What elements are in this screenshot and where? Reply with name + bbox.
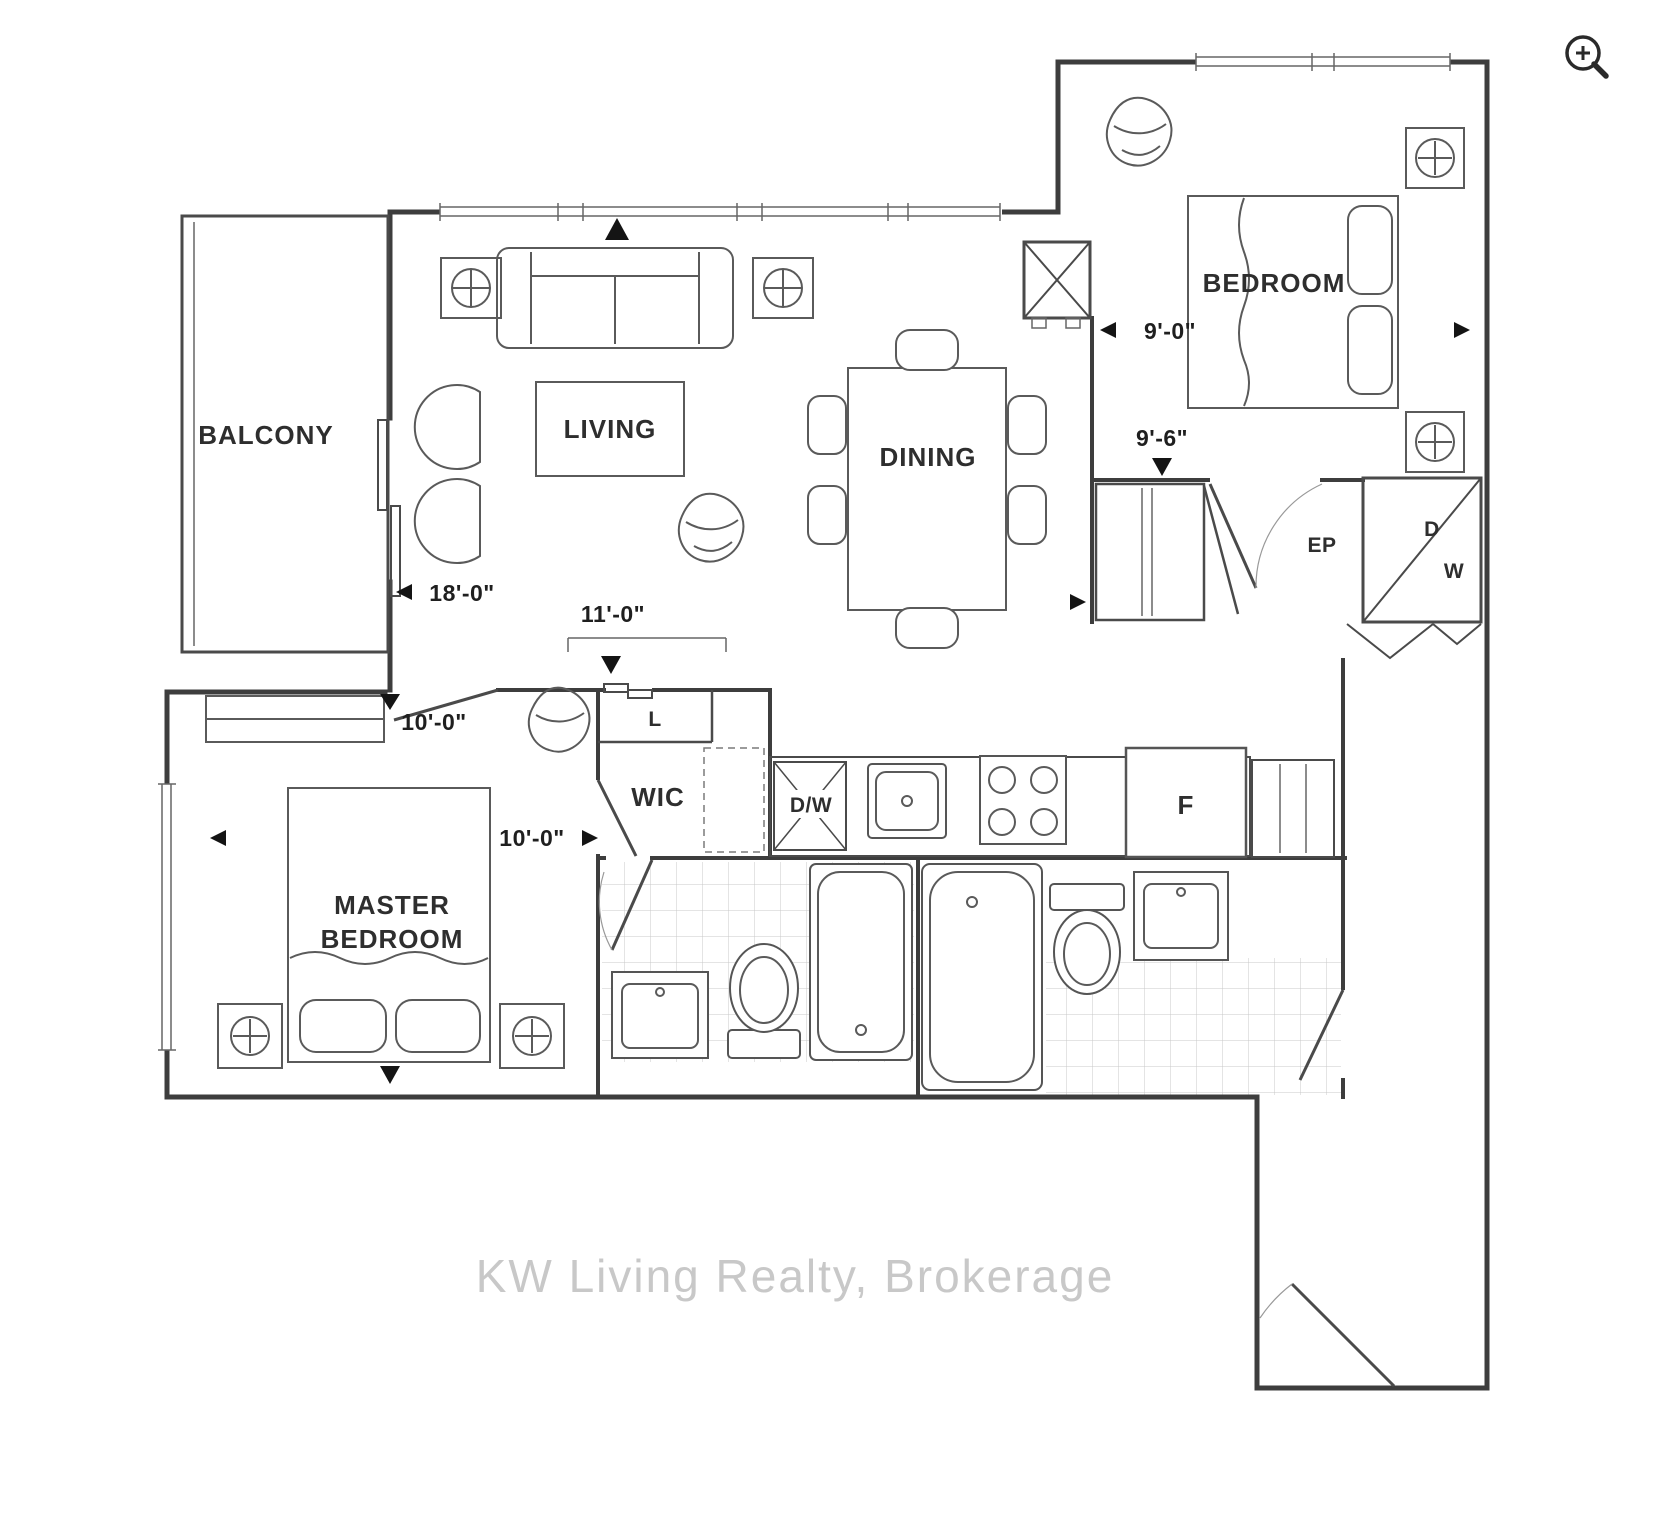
side-table-left <box>440 257 502 319</box>
master-bed <box>287 787 491 1063</box>
bathroom-ensuite <box>921 863 1345 1091</box>
master-bedroom-label-2: BEDROOM <box>321 924 464 954</box>
entry-door <box>1290 1282 1396 1388</box>
pantry <box>1251 759 1335 858</box>
vanity-sink <box>611 971 709 1059</box>
windows <box>158 53 1451 1051</box>
zoom-icon[interactable] <box>1565 35 1609 79</box>
dim-master-width: 10'-0" <box>499 825 564 851</box>
dining-chair <box>807 485 847 545</box>
bedroom-label: BEDROOM <box>1203 268 1346 298</box>
dining-chair <box>1007 395 1047 455</box>
stove <box>979 755 1067 845</box>
bathtub <box>809 863 913 1061</box>
master-nightstand <box>499 1003 565 1069</box>
sofa <box>496 247 734 349</box>
dryer-label: D <box>1424 518 1440 541</box>
linen-label: L <box>648 708 661 731</box>
master-nightstand <box>217 1003 283 1069</box>
bedroom-pillow <box>1347 205 1393 295</box>
master-pillow <box>395 999 481 1053</box>
dining-room: DINING <box>807 329 1086 649</box>
bedroom-nightstand <box>1405 127 1465 189</box>
living-room: LIVING <box>413 218 814 564</box>
dim-hall-width: 11'-0" <box>581 601 645 627</box>
vanity-sink <box>1133 871 1229 961</box>
dining-label: DINING <box>880 442 977 472</box>
dining-table <box>847 367 1007 611</box>
dining-chair <box>895 329 959 371</box>
dim-bedroom-hall: 9'-6" <box>1136 425 1188 451</box>
wic-door <box>596 779 638 857</box>
kitchen-sink <box>867 763 947 839</box>
kitchen: D/W F <box>769 746 1335 859</box>
exterior-walls <box>164 59 1490 1391</box>
hall-closet <box>1094 482 1240 622</box>
dim-bedroom-width: 9'-0" <box>1144 318 1196 344</box>
plant-hall <box>527 686 591 753</box>
master-window-arrow <box>380 1066 400 1084</box>
dim-living-width: 18'-0" <box>429 580 494 606</box>
bedroom-nightstand <box>1405 411 1465 473</box>
dining-chair <box>807 395 847 455</box>
dining-chair <box>895 607 959 649</box>
wic-label: WIC <box>631 782 685 812</box>
armchair-top <box>413 384 481 470</box>
dishwasher: D/W <box>773 761 847 851</box>
armchair-bottom <box>413 478 481 564</box>
balcony: BALCONY <box>180 214 401 654</box>
plant-living <box>677 492 745 563</box>
bedroom: BEDROOM <box>1105 96 1465 589</box>
soaker-tub <box>921 863 1043 1091</box>
washer-dryer-unit: D W <box>1361 476 1483 624</box>
wic-shelves <box>703 747 765 853</box>
bath-ensuite-door <box>1298 989 1345 1081</box>
bedroom-pillow <box>1347 305 1393 395</box>
bedroom-door <box>1208 483 1258 589</box>
plant-bedroom <box>1105 96 1173 167</box>
dimensions: 18'-0" 11'-0" 10'-0" 10'-0" 9'-0" 9'-6" <box>210 318 1470 851</box>
toilet <box>727 943 801 1059</box>
side-table-right <box>752 257 814 319</box>
dishwasher-label: D/W <box>790 794 832 817</box>
master-bedroom-label-1: MASTER <box>334 890 450 920</box>
bath-main-door <box>610 859 654 951</box>
bedroom-bed <box>1187 195 1399 409</box>
master-pillow <box>299 999 387 1053</box>
master-door <box>393 688 499 722</box>
coffee-table <box>535 381 685 477</box>
dining-dim-arrow <box>1070 594 1086 610</box>
fridge: F <box>1124 746 1248 859</box>
washer-label: W <box>1444 560 1464 583</box>
dining-chair <box>1007 485 1047 545</box>
bathroom-main <box>598 859 913 1061</box>
wic-area: L WIC <box>393 683 765 857</box>
foyer: EP D W <box>1094 476 1483 660</box>
fridge-label: F <box>1178 790 1195 820</box>
toilet <box>1049 883 1125 995</box>
dim-master-top: 10'-0" <box>401 709 466 735</box>
bifold-doors <box>1346 623 1482 660</box>
watermark: KW Living Realty, Brokerage <box>476 1250 1115 1302</box>
master-bedroom: MASTER BEDROOM <box>205 695 565 1084</box>
living-label: LIVING <box>564 414 657 444</box>
master-closet <box>205 695 385 743</box>
shaft-closet <box>1022 240 1092 329</box>
balcony-label: BALCONY <box>198 420 334 450</box>
electrical-panel-label: EP <box>1307 534 1336 557</box>
entry <box>1259 1282 1396 1388</box>
north-arrow <box>605 218 629 240</box>
